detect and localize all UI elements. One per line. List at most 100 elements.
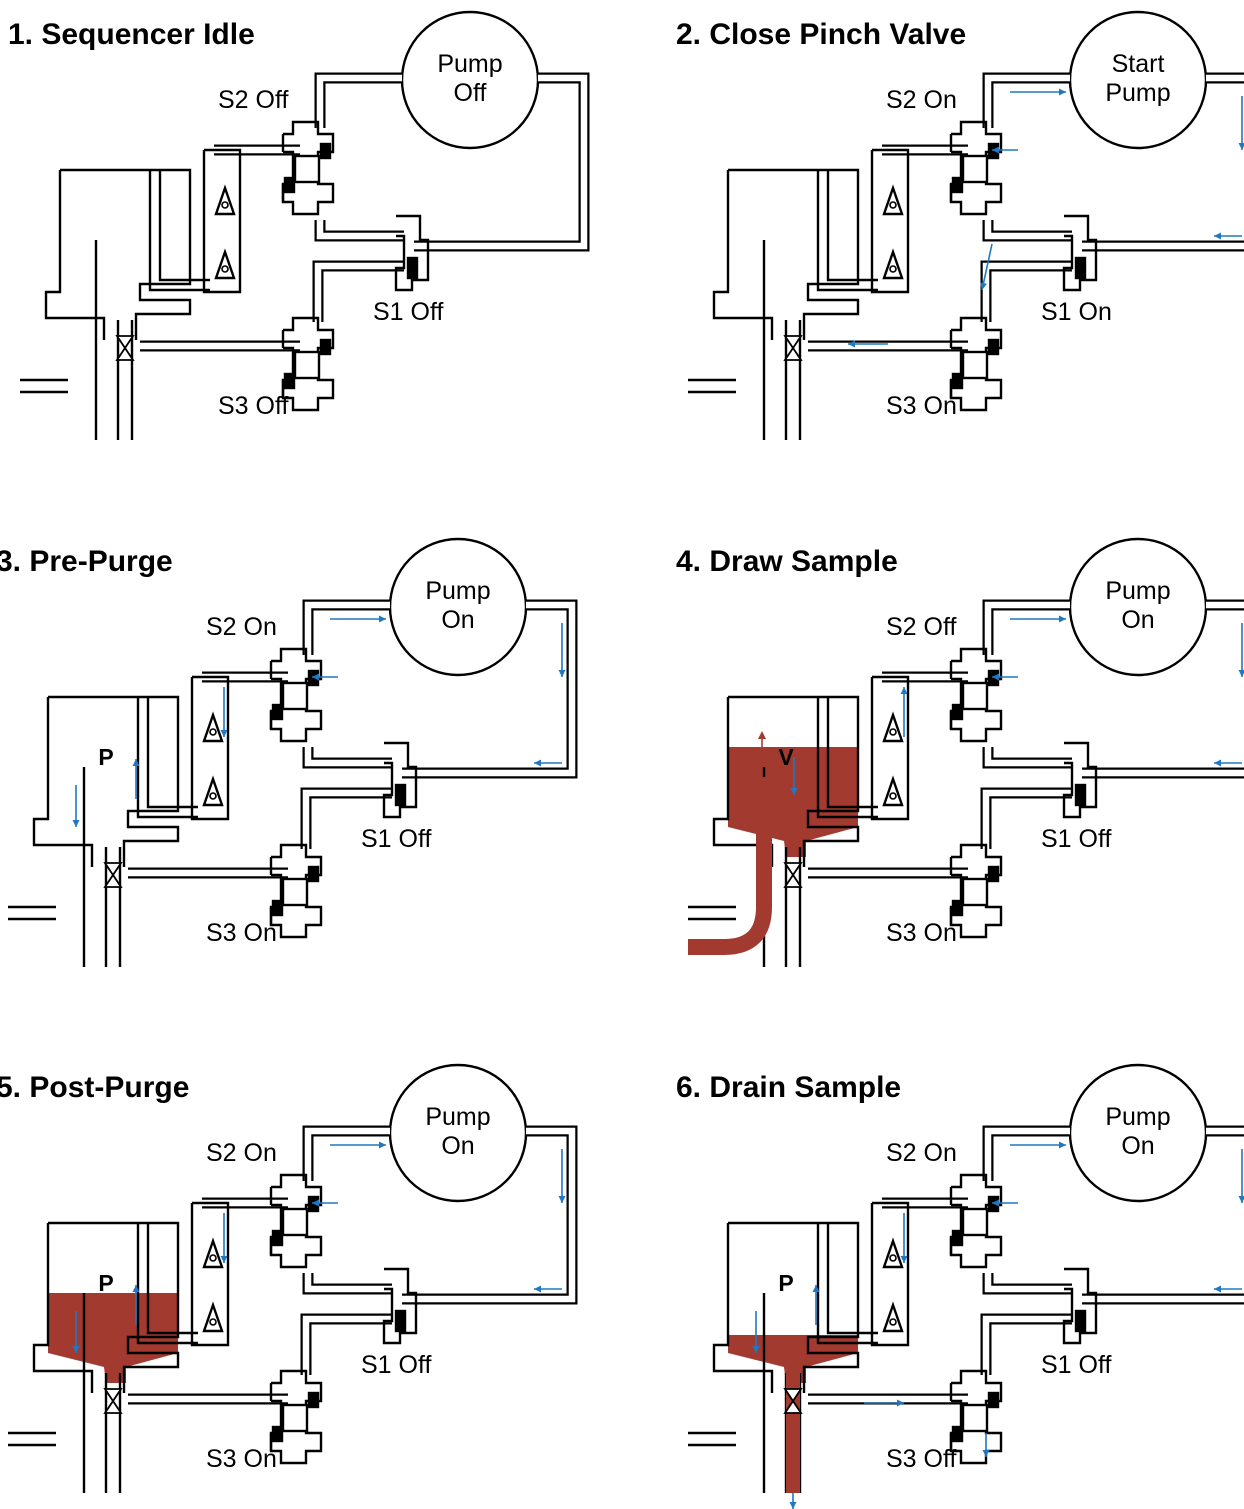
s1-label: S1 On [1041,298,1112,326]
s1-s3-tube [302,1315,392,1375]
check-ball [209,1254,217,1262]
check-valve-stack [190,675,230,821]
s3-label: S3 On [886,919,957,947]
pump-link-tube [984,220,1072,240]
flow-arrowhead [1214,759,1221,767]
s1-s3-tube [982,789,1072,849]
vessel-mode-label: P [778,1270,793,1296]
flow-arrowhead [897,1399,904,1407]
flow-arrow [330,1141,386,1149]
flow-line [981,243,993,291]
panel-title: 4. Draw Sample [676,545,898,578]
pump-out-tube [304,601,390,655]
flow-arrow [1010,1141,1066,1149]
s2-label: S2 On [206,613,277,641]
flow-arrow [312,673,338,681]
pump-label: Pump [1105,79,1170,107]
spool [281,1207,309,1237]
flow-arrow [72,785,80,827]
flow-arrowhead [848,340,855,348]
check-valve [882,1237,904,1269]
s3-label: S3 On [206,1445,277,1473]
pump-label: On [1121,606,1154,634]
flow-arrow [534,1285,562,1293]
flow-arrowhead [790,788,798,795]
check-valve [882,711,904,743]
check-ball [889,265,897,273]
s1-s3-tube [302,789,392,849]
flow-arrow [132,759,140,799]
check-valve [882,248,904,280]
check-ball [209,792,217,800]
flow-arrow [1238,623,1244,677]
sample-vessel [20,168,210,440]
seal [319,338,332,356]
s1-label: S1 Off [361,1351,431,1379]
s1-label: S1 Off [373,298,443,326]
spool [961,877,989,907]
flow-arrow [132,1285,140,1325]
seal [1074,1309,1087,1333]
flow-arrowhead [982,1450,990,1457]
liquid [728,1335,858,1383]
seal [951,1229,964,1247]
pump-link-tube [984,1273,1072,1293]
pump-out-tube [314,72,402,128]
check-valve [202,711,224,743]
flow-arrowhead [1214,232,1221,240]
pump-label: Pump [437,50,502,78]
check-valve [214,248,236,280]
pinch-valve [103,873,123,888]
flow-arrow [1010,615,1066,623]
vent-arrowhead [758,731,766,739]
flow-arrow [1238,1149,1244,1203]
check-ball [889,792,897,800]
flow-arrow [534,759,562,767]
pump-return-tube [402,1127,576,1303]
flow-arrowhead [132,759,140,766]
flow-arrow [312,1199,338,1207]
flow-arrow [900,1213,908,1263]
s2-label: S2 On [886,86,957,114]
valve-s1 [1062,741,1098,819]
check-valve [202,1301,224,1333]
flow-arrowhead [1214,1285,1221,1293]
seal [283,176,296,194]
check-valve [882,775,904,807]
flow-arrowhead [558,1196,566,1203]
spool [281,877,309,907]
sample-vessel: V [688,695,878,967]
seal [987,1391,1000,1409]
check-ball [889,1254,897,1262]
seal [1074,783,1087,807]
pump-link-tube [304,1273,392,1293]
seal [987,865,1000,883]
flow-arrowhead [752,1346,760,1353]
check-valve [202,1237,224,1269]
pump-return-tube [1082,1127,1244,1303]
flow-arrow [752,1311,760,1353]
spool [281,1403,309,1433]
flow-arrowhead [534,759,541,767]
pinch-valve [103,1399,123,1414]
flow-arrow [1010,88,1066,96]
pinch-valve [103,862,123,877]
flow-arrowhead [789,1502,797,1509]
flow-arrow [789,1493,797,1509]
valve-s1 [394,214,430,292]
pump-label: Pump [425,1103,490,1131]
flow-arrow [900,687,908,737]
vessel-mode-label: V [778,744,794,770]
pump-label: On [441,606,474,634]
pump-out-tube [982,1125,1070,1181]
valve-s1 [382,741,418,819]
valve-s1 [1062,214,1098,292]
check-valve-stack [190,1201,230,1347]
flow-arrowhead [72,820,80,827]
check-ball [221,265,229,273]
pump-label: Start [1112,50,1165,78]
sample-vessel: P [8,695,198,967]
flow-arrowhead [72,1346,80,1353]
